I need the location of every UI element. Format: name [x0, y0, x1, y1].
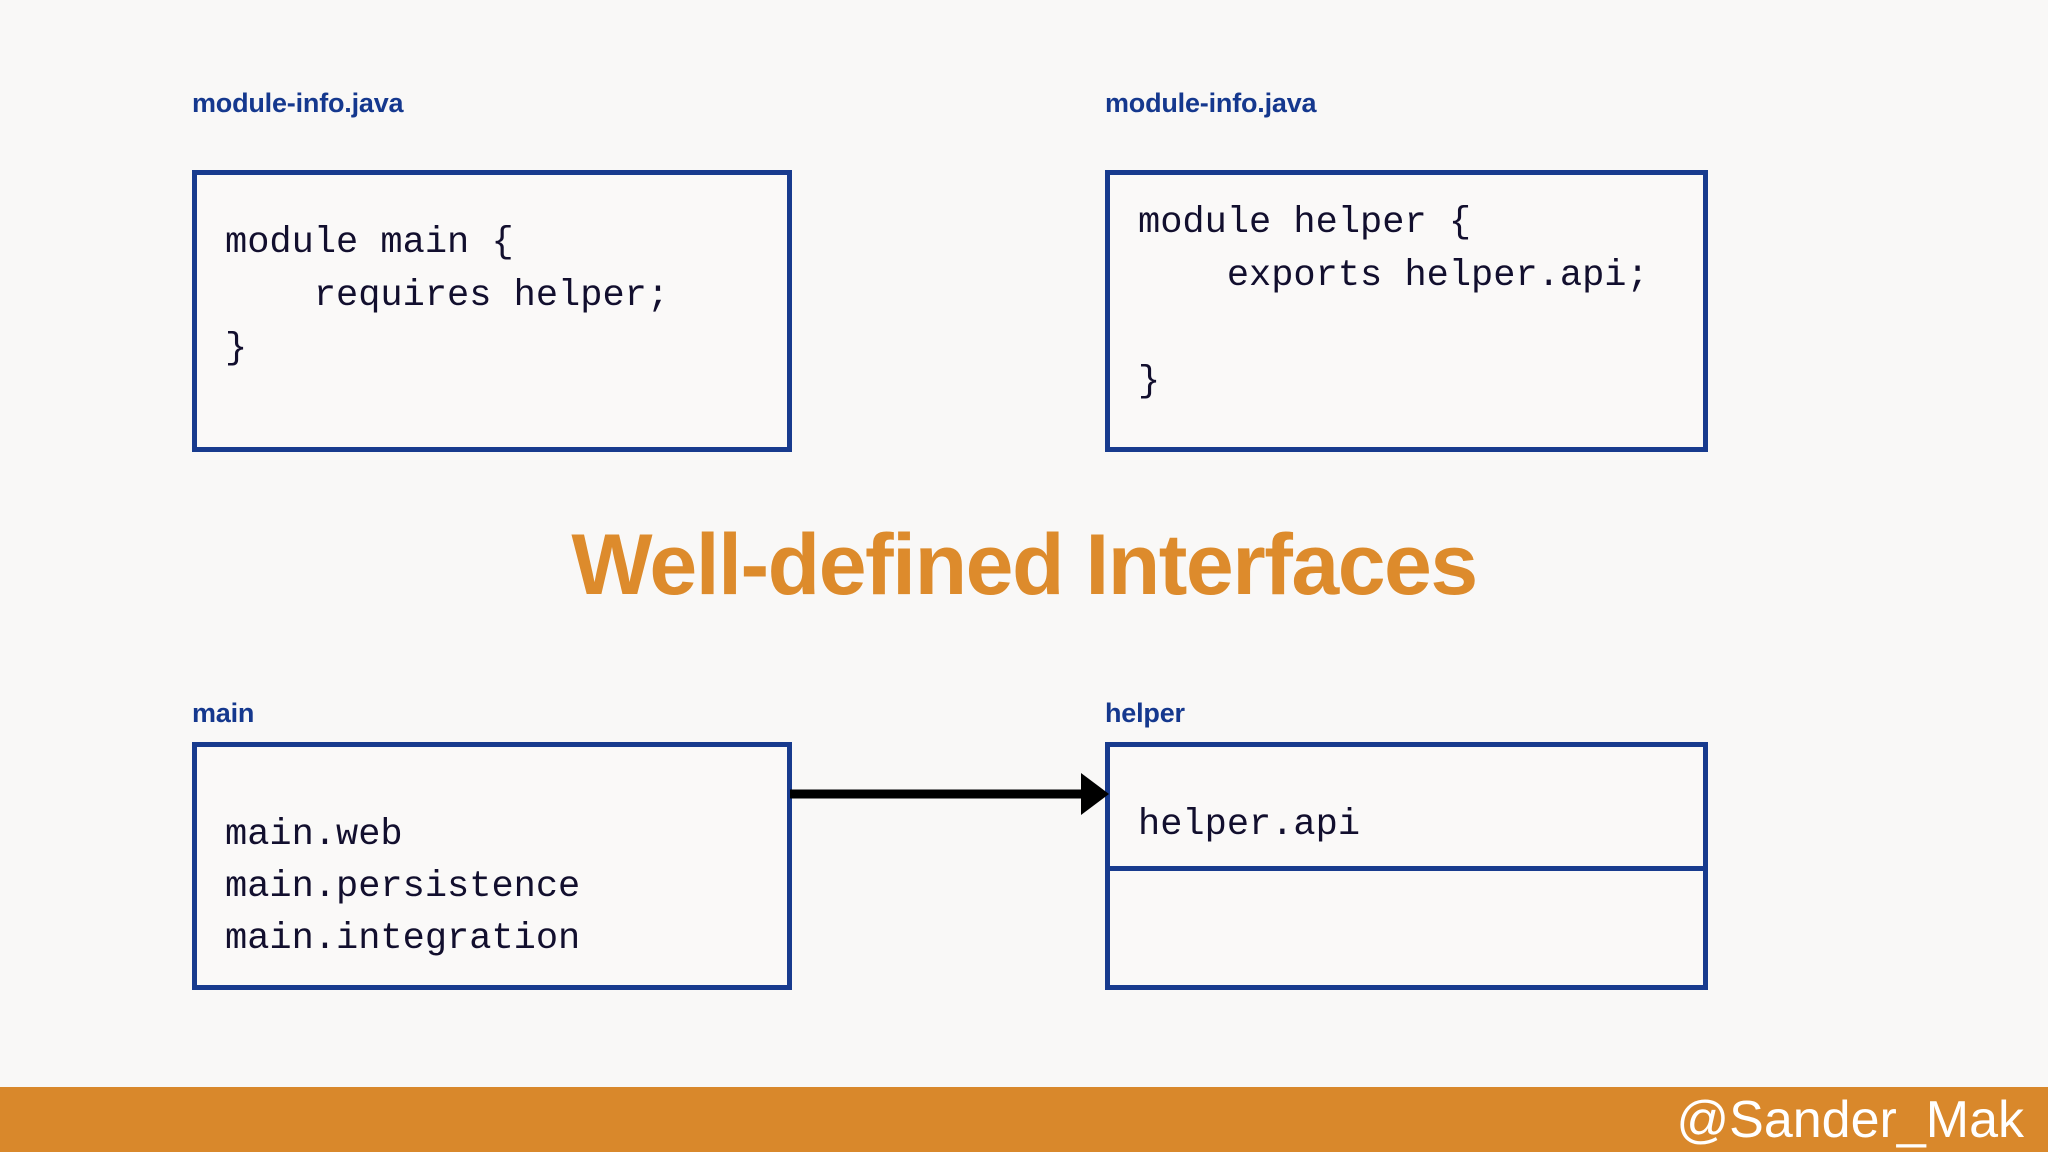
code-box-helper-module-info: module helper { exports helper.api; } — [1105, 170, 1708, 452]
caption-bottom-left-main: main — [192, 698, 255, 728]
page-title: Well-defined Interfaces — [571, 517, 1478, 613]
code-text-main-module-info: module main { requires helper; } — [225, 222, 670, 370]
arrow-icon — [790, 773, 1109, 815]
footer-bar: @Sander_Mak — [0, 1087, 2048, 1152]
caption-top-left-module-info: module-info.java — [192, 88, 404, 118]
caption-top-right-module-info: module-info.java — [1105, 88, 1317, 118]
caption-bottom-right-helper: helper — [1105, 698, 1185, 728]
module-box-helper: helper.api — [1105, 742, 1708, 990]
package-list-main: main.web main.persistence main.integrati… — [225, 814, 581, 960]
code-box-main-module-info: module main { requires helper; } — [192, 170, 792, 452]
helper-box-divider — [1110, 866, 1703, 871]
package-list-helper-exported: helper.api — [1138, 804, 1361, 846]
code-text-helper-module-info: module helper { exports helper.api; } — [1138, 202, 1649, 403]
footer-handle-text: @Sander_Mak — [1676, 1091, 2024, 1149]
module-box-main: main.web main.persistence main.integrati… — [192, 742, 792, 990]
dependency-arrow-main-to-helper — [788, 765, 1113, 825]
